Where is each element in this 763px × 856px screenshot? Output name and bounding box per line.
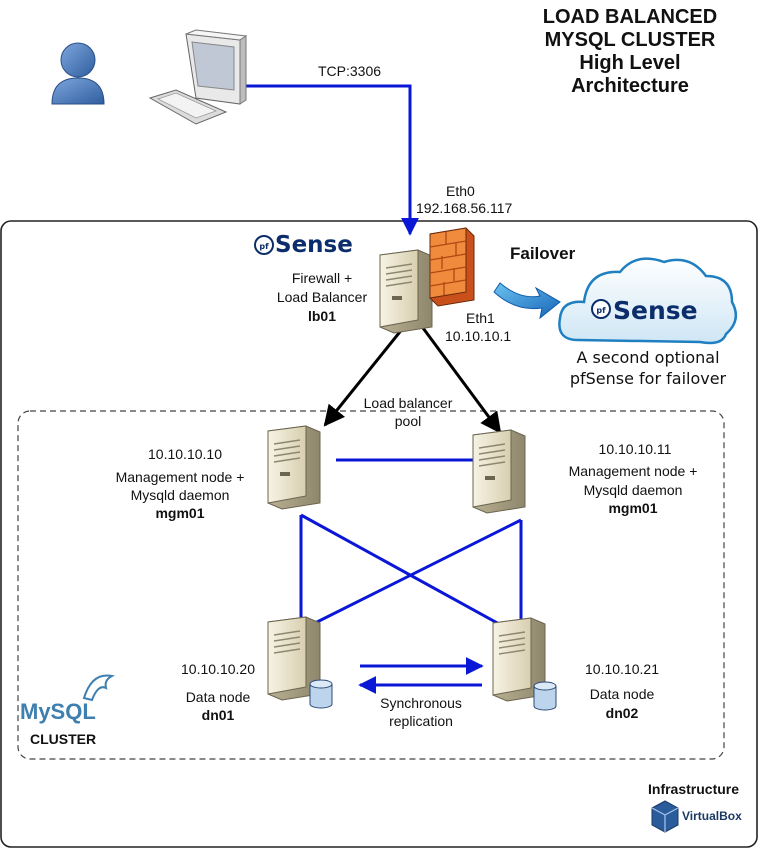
user-icon xyxy=(51,42,105,105)
failover-label: Failover xyxy=(510,244,576,263)
mgm-right-ip: 10.10.10.11 xyxy=(598,441,672,457)
eth0-ip: 192.168.56.117 xyxy=(416,200,513,216)
replication-line-1: Synchronous xyxy=(380,695,462,711)
server-icon xyxy=(472,429,526,514)
lb-role-line-1: Firewall + xyxy=(291,270,353,286)
database-icon xyxy=(309,679,333,709)
data-right-ip: 10.10.10.21 xyxy=(585,661,659,677)
lb-role-line-2: Load Balancer xyxy=(276,289,368,305)
svg-text:pf: pf xyxy=(259,242,269,251)
mgm-right-hostname: mgm01 xyxy=(608,500,658,516)
pfsense-logo-icon: pf xyxy=(254,235,274,255)
diagram-title: LOAD BALANCED MYSQL CLUSTER High Level A… xyxy=(505,6,755,98)
eth1-label: Eth1 xyxy=(466,310,495,326)
data-left-hostname: dn01 xyxy=(201,707,235,723)
failover-desc-line-1: A second optional xyxy=(576,348,720,367)
pool-label-line-1: Load balancer xyxy=(363,395,453,411)
title-line-2: MYSQL CLUSTER xyxy=(544,29,716,51)
mysql-logo-text: MySQL xyxy=(20,699,96,724)
pfsense-brand-label: Sense xyxy=(275,232,353,258)
mgm-right-role-1: Management node + xyxy=(568,463,698,479)
database-icon xyxy=(533,681,557,711)
data-left-ip: 10.10.10.20 xyxy=(181,661,255,677)
workstation-icon xyxy=(148,29,248,125)
title-line-4: Architecture xyxy=(571,75,689,97)
server-icon xyxy=(267,425,321,510)
title-line-3: High Level xyxy=(579,52,681,74)
failover-desc-line-2: pfSense for failover xyxy=(569,369,727,388)
mysql-dolphin-icon xyxy=(82,674,116,702)
cluster-links xyxy=(299,458,523,638)
tcp-port-label: TCP:3306 xyxy=(318,63,382,79)
mgm-right-role-2: Mysqld daemon xyxy=(583,482,683,498)
eth1-ip: 10.10.10.1 xyxy=(445,328,512,344)
mgm-left-ip: 10.10.10.10 xyxy=(148,446,222,462)
pool-label-line-2: pool xyxy=(394,413,422,429)
data-left-role: Data node xyxy=(185,689,251,705)
failover-arrow xyxy=(493,282,561,320)
mgm-left-role-2: Mysqld daemon xyxy=(130,487,230,503)
data-right-role: Data node xyxy=(589,686,655,702)
mgm-left-hostname: mgm01 xyxy=(155,505,205,521)
eth0-label: Eth0 xyxy=(446,183,475,199)
lb-to-mgm02-arrow xyxy=(421,327,502,434)
virtualbox-cube-icon xyxy=(651,800,679,833)
title-line-1: LOAD BALANCED xyxy=(542,6,718,28)
infrastructure-boundary xyxy=(0,220,758,848)
replication-line-2: replication xyxy=(389,713,453,729)
data-right-hostname: dn02 xyxy=(605,705,639,721)
firewall-icon xyxy=(429,227,475,307)
server-icon xyxy=(267,616,321,701)
tcp-connection-line xyxy=(240,84,419,236)
pfsense-logo-icon: pf xyxy=(591,299,611,319)
svg-text:pf: pf xyxy=(596,306,606,315)
server-icon xyxy=(492,617,546,702)
infrastructure-label: Infrastructure xyxy=(648,781,740,797)
server-icon xyxy=(379,249,433,334)
failover-pfsense-brand: Sense xyxy=(613,296,698,325)
cluster-boundary xyxy=(17,410,725,760)
mysql-cluster-label: CLUSTER xyxy=(30,731,97,747)
lb-to-mgm01-arrow xyxy=(323,327,405,427)
mgm-left-role-1: Management node + xyxy=(115,469,245,485)
lb-hostname: lb01 xyxy=(307,308,336,324)
failover-description: A second optional pfSense for failover xyxy=(548,347,748,389)
virtualbox-brand-label: VirtualBox xyxy=(682,809,742,823)
cloud-icon xyxy=(558,257,738,345)
